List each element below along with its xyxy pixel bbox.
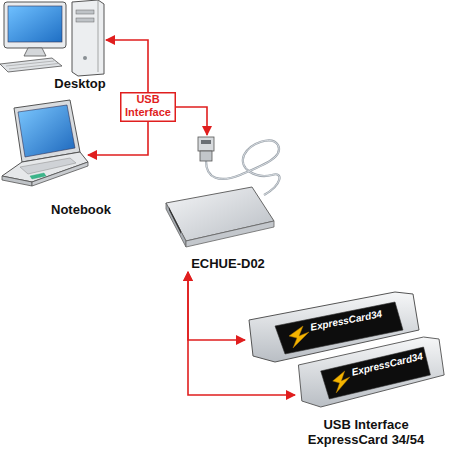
illustration-part: [72, 0, 104, 76]
echue-device-illustration: [160, 135, 290, 272]
adapter-node: ECHUE-D02: [160, 135, 290, 272]
illustration-part: [289, 326, 309, 348]
illustration-part: [98, 0, 99, 72]
model-label: ECHUE-D02: [178, 256, 278, 271]
illustration-part: [200, 151, 212, 161]
connector-arrow: [188, 272, 245, 340]
illustration-part: [9, 64, 58, 70]
illustration-part: [18, 105, 75, 157]
illustration-part: [321, 347, 431, 399]
illustration-part: [24, 48, 46, 56]
connector-arrow: [106, 40, 148, 92]
illustration-part: [121, 93, 176, 122]
illustration-part: [298, 337, 444, 407]
notebook-node: Notebook: [0, 100, 88, 218]
device-label: Desktop: [48, 76, 112, 91]
notebook-illustration: [0, 100, 88, 218]
expresscard-node: ExpressCard34: [295, 335, 445, 410]
illustration-part: [198, 137, 214, 151]
connector-arrow: [176, 107, 207, 135]
illustration-part: [6, 61, 54, 66]
illustration-part: [333, 371, 350, 393]
device-label: Notebook: [46, 202, 116, 217]
caption-label: USB Interface ExpressCard 34/54: [296, 417, 436, 447]
interface-box: USB Interface: [120, 92, 176, 122]
illustration-part: [206, 140, 280, 195]
illustration-part: [0, 58, 62, 72]
illustration-part: [169, 207, 181, 234]
interface-label: USB Interface: [120, 93, 176, 119]
illustration-part: [83, 56, 87, 60]
connector-arrow: [188, 272, 295, 395]
illustration-part: [76, 10, 94, 14]
illustration-part: [8, 6, 62, 42]
illustration-part: [2, 176, 32, 186]
connector-arrow: [88, 122, 148, 155]
illustration-part: [186, 221, 274, 247]
desktop-node: Desktop: [0, 0, 106, 92]
illustration-part: [166, 203, 186, 247]
illustration-part: [20, 158, 76, 174]
illustration-part: [14, 100, 80, 162]
illustration-part: [4, 2, 66, 48]
illustration-part: [30, 173, 46, 179]
illustration-part: [206, 140, 280, 195]
illustration-part: [201, 140, 211, 144]
illustration-part: [76, 18, 94, 22]
